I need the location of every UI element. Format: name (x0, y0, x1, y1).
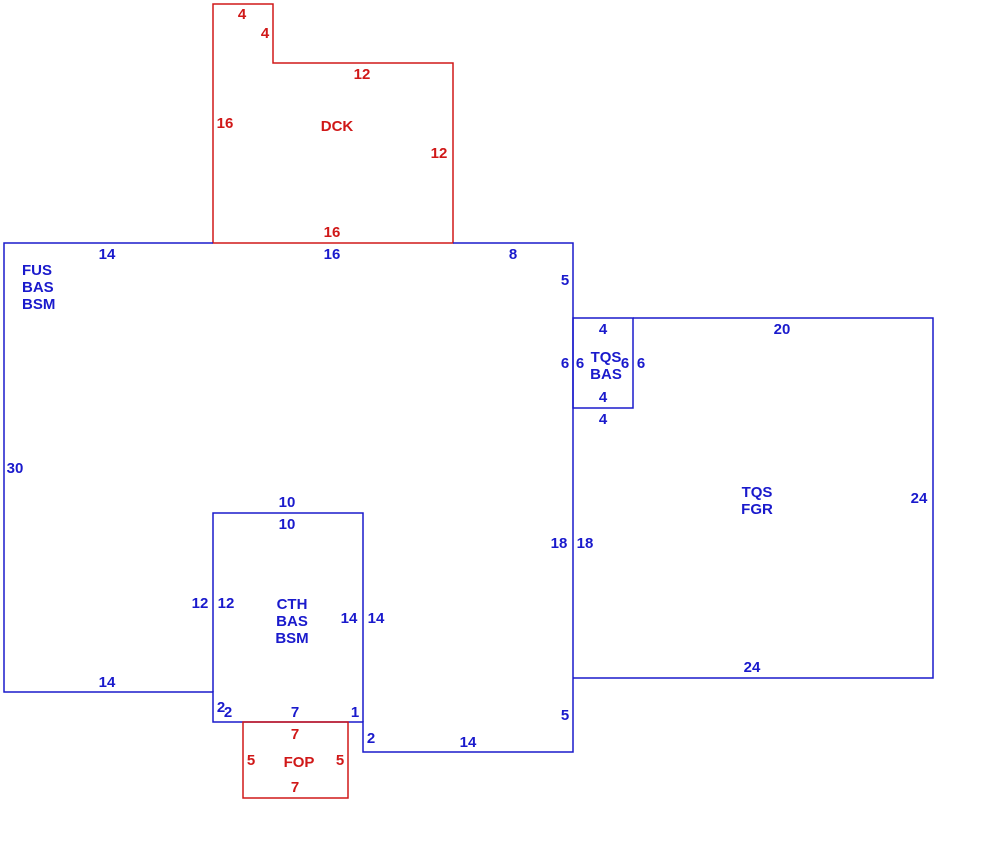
cth-dim-top-outer: 10 (279, 494, 296, 511)
dck-dim-left: 16 (217, 115, 234, 132)
tqs-fgr-area-line2: FGR (741, 501, 773, 518)
cth-dim-right-inner: 14 (341, 610, 358, 627)
tqs-bas-dim-left-inner: 6 (576, 355, 584, 372)
main-dim-bottom-left: 14 (99, 674, 116, 691)
cth-dim-left-outer: 12 (192, 595, 209, 612)
main-dim-bottom-right: 14 (460, 734, 477, 751)
tqs-bas-area-line2: BAS (590, 366, 622, 383)
cth-outline (212, 512, 364, 722)
main-area-line3: BSM (22, 296, 55, 313)
tqs-fgr-dim-right: 24 (911, 490, 928, 507)
dck-area-code: DCK (321, 118, 354, 135)
dck-dim-bottom: 16 (324, 224, 341, 241)
main-area-line2: BAS (22, 279, 54, 296)
cth-area-line1: CTH (277, 596, 308, 613)
cth-area-line3: BSM (275, 630, 308, 647)
main-dim-right-lower: 18 (551, 535, 568, 552)
tqs-bas-area-line1: TQS (591, 349, 622, 366)
tqs-bas-dim-top: 4 (599, 321, 608, 338)
fop-dim-top: 7 (291, 726, 299, 743)
tqs-fgr-dim-left: 18 (577, 535, 594, 552)
fop-dim-right: 5 (336, 752, 344, 769)
fop-dim-left: 5 (247, 752, 255, 769)
dck-dim-right: 12 (431, 145, 448, 162)
tqs-fgr-dim-bottom: 24 (744, 659, 761, 676)
tqs-fgr-area-line1: TQS (742, 484, 773, 501)
main-dim-left: 30 (7, 460, 24, 477)
cth-dim-bottom-left-a: 2 (217, 699, 225, 716)
cth-dim-bottom-mid: 7 (291, 704, 299, 721)
tqs-bas-dim-bottom-inner: 4 (599, 389, 608, 406)
main-dim-top-right: 8 (509, 246, 517, 263)
dck-dim-top: 4 (238, 6, 247, 23)
cth-dim-bottom-right: 1 (351, 704, 359, 721)
tqs-bas-dim-right-outer: 6 (637, 355, 645, 372)
fop-dim-bottom: 7 (291, 779, 299, 796)
tqs-bas-dim-left-outer: 6 (561, 355, 569, 372)
cth-dim-bottom-left-b: 2 (224, 704, 232, 721)
fop-area-code: FOP (284, 754, 315, 771)
main-dim-top-mid: 16 (324, 246, 341, 263)
tqs-fgr-dim-top: 20 (774, 321, 791, 338)
tqs-bas-dim-right-inner: 6 (621, 355, 629, 372)
main-dim-right-bottom: 5 (561, 707, 569, 724)
main-dim-right-upper: 5 (561, 272, 569, 289)
cth-dim-left-inner: 12 (218, 595, 235, 612)
fop-outline (242, 721, 349, 799)
dck-dim-notch-right: 4 (261, 25, 270, 42)
cth-dim-top-inner: 10 (279, 516, 296, 533)
cth-area-line2: BAS (276, 613, 308, 630)
dck-dim-upper: 12 (354, 66, 371, 83)
tqs-bas-outline (572, 317, 634, 409)
tqs-fgr-outline (573, 317, 934, 679)
tqs-bas-dim-bottom-outer: 4 (599, 411, 608, 428)
main-dim-step: 2 (367, 730, 375, 747)
main-dim-top-left: 14 (99, 246, 116, 263)
cth-dim-right-outer: 14 (368, 610, 385, 627)
main-area-line1: FUS (22, 262, 52, 279)
